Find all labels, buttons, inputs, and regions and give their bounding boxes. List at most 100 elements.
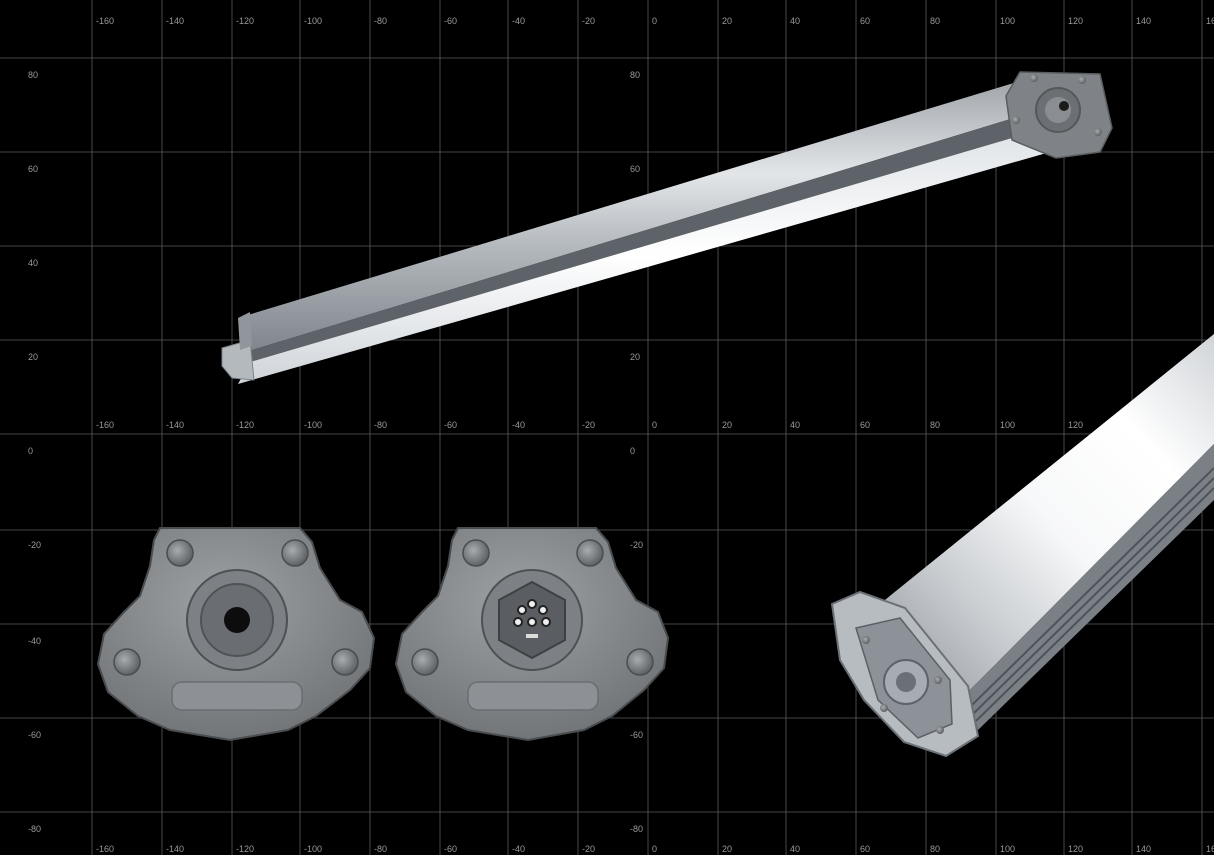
x-tick-label-middle: -40 [512,420,525,430]
x-tick-label-bottom: 140 [1136,844,1151,854]
end-cap-cable-gland [96,527,376,742]
bolt-icon [281,539,309,567]
x-tick-label-bottom: -140 [166,844,184,854]
x-tick-label-middle: 20 [722,420,732,430]
bolt-icon [880,704,888,712]
luminaire-perspective [830,334,1214,758]
x-tick-label-top: 16 [1206,16,1214,26]
x-tick-label-middle: 80 [930,420,940,430]
grid-labels: -160 -140 -120 -100 -80 -60 -40 -20 0 20 40 60 80 100… [28,16,1214,854]
x-tick-label-bottom: 0 [652,844,657,854]
y-tick-label-center: -20 [630,540,643,550]
y-tick-label-center: 0 [630,446,635,456]
x-tick-label-middle: 60 [860,420,870,430]
y-tick-label-left: -40 [28,636,41,646]
connector-key-icon [526,634,538,638]
x-tick-label-middle: 120 [1068,420,1083,430]
x-tick-label-bottom: -40 [512,844,525,854]
x-tick-label-bottom: -60 [444,844,457,854]
x-tick-label-bottom: -100 [304,844,322,854]
x-tick-label-bottom: 60 [860,844,870,854]
x-tick-label-bottom: 80 [930,844,940,854]
y-tick-label-left: 0 [28,446,33,456]
gland-nut-icon [896,672,916,692]
x-tick-label-bottom: 100 [1000,844,1015,854]
bolt-icon [331,648,359,676]
bolt-icon [113,648,141,676]
luminaire-body-top [238,78,1040,352]
cable-hole-icon [1059,101,1069,111]
bolt-icon [1094,128,1102,136]
bolt-icon [462,539,490,567]
x-tick-label-top: 100 [1000,16,1015,26]
x-tick-label-top: 20 [722,16,732,26]
x-tick-label-middle: 100 [1000,420,1015,430]
luminaire-diffuser-perspective [870,334,1214,692]
x-tick-label-top: -80 [374,16,387,26]
x-tick-label-top: 120 [1068,16,1083,26]
x-tick-label-top: 40 [790,16,800,26]
bolt-icon [166,539,194,567]
y-tick-label-left: 60 [28,164,38,174]
x-tick-label-top: -60 [444,16,457,26]
x-tick-label-top: 140 [1136,16,1151,26]
y-tick-label-left: 20 [28,352,38,362]
bolt-icon [1030,74,1038,82]
luminaire-fins [971,467,1214,722]
x-tick-label-top: 80 [930,16,940,26]
x-tick-label-top: -140 [166,16,184,26]
luminaire-side-view [221,71,1113,384]
x-tick-label-middle: -120 [236,420,254,430]
label-plate [171,681,303,711]
x-tick-label-top: -120 [236,16,254,26]
y-tick-label-left: -60 [28,730,41,740]
x-tick-label-top: -160 [96,16,114,26]
x-tick-label-middle: -60 [444,420,457,430]
x-tick-label-top: -20 [582,16,595,26]
y-tick-label-left: -20 [28,540,41,550]
bolt-icon [411,648,439,676]
x-tick-label-middle: -160 [96,420,114,430]
x-tick-label-bottom: -120 [236,844,254,854]
y-tick-label-left: 80 [28,70,38,80]
y-tick-label-center: 80 [630,70,640,80]
x-tick-label-middle: -140 [166,420,184,430]
x-tick-label-bottom: -20 [582,844,595,854]
y-tick-label-center: 20 [630,352,640,362]
x-tick-label-bottom: 40 [790,844,800,854]
luminaire-groove [246,110,1046,362]
bolt-icon [1078,76,1086,84]
luminaire-end-left-top [238,312,252,350]
y-tick-label-center: -60 [630,730,643,740]
x-tick-label-middle: 0 [652,420,657,430]
x-tick-label-middle: 40 [790,420,800,430]
y-tick-label-left: 40 [28,258,38,268]
bolt-icon [862,636,870,644]
x-tick-label-middle: -80 [374,420,387,430]
bolt-icon [576,539,604,567]
gland-nut-icon [1045,97,1071,123]
x-tick-label-top: 0 [652,16,657,26]
bolt-icon [1012,116,1020,124]
x-tick-label-top: -100 [304,16,322,26]
x-tick-label-middle: -100 [304,420,322,430]
y-tick-label-center: 60 [630,164,640,174]
x-tick-label-bottom: -80 [374,844,387,854]
x-tick-label-bottom: 16 [1206,844,1214,854]
bolt-icon [626,648,654,676]
y-tick-label-center: -80 [630,824,643,834]
y-tick-label-left: -80 [28,824,41,834]
x-tick-label-top: 60 [860,16,870,26]
x-tick-label-bottom: 120 [1068,844,1083,854]
x-tick-label-bottom: -160 [96,844,114,854]
connector-pins-icon [513,599,551,627]
bolt-icon [934,676,942,684]
x-tick-label-middle: -20 [582,420,595,430]
luminaire-diffuser [238,128,1050,384]
label-plate [467,681,599,711]
x-tick-label-top: -40 [512,16,525,26]
bolt-icon [936,726,944,734]
x-tick-label-bottom: 20 [722,844,732,854]
cable-hole-icon [224,607,250,633]
